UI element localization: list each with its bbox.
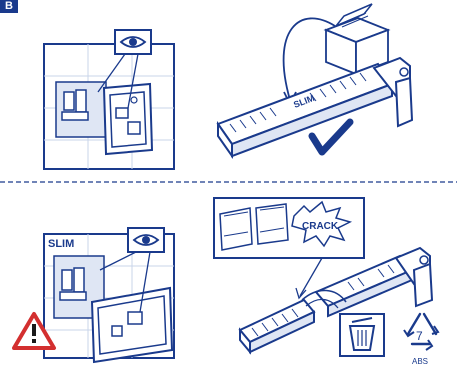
top-bar-assembly: SLIM — [218, 4, 412, 156]
cover-plate — [104, 84, 152, 154]
recycle-icon: 7 ABS — [404, 314, 438, 366]
top-wall-panel — [44, 30, 174, 169]
slim-cover-plate — [92, 288, 172, 362]
recycle-material: ABS — [412, 357, 428, 366]
checkmark-icon — [312, 122, 350, 152]
step-badge: B — [0, 0, 18, 13]
trash-bin-icon — [340, 314, 384, 356]
slim-panel-label: SLIM — [48, 238, 74, 250]
crack-label: CRACK — [302, 221, 339, 232]
recycle-number: 7 — [416, 329, 423, 343]
bottom-wall-panel: SLIM — [14, 228, 174, 362]
bottom-broken-assembly: CRACK — [214, 198, 438, 366]
broken-flush-bar — [240, 248, 432, 352]
